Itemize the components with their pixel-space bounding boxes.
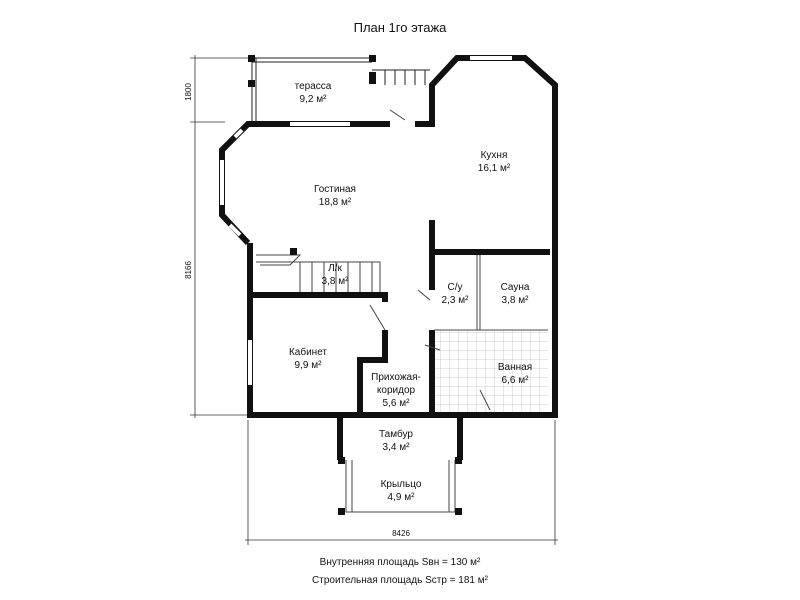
room-name: Кабинет [289,346,327,358]
dim-width: 8426 [392,529,410,538]
build-area: Строительная площадь Sстр = 181 м² [312,575,488,586]
room-area: 9,9 м² [295,360,323,371]
room-area: 2,3 м² [442,295,470,306]
room-name: Сауна [501,282,530,293]
room-bathroom: Ванная 6,6 м² [498,362,532,386]
room-terrace: терасса 9,2 м² [295,81,332,105]
room-area: 3,4 м² [383,442,411,453]
room-area: 3,8 м² [322,276,350,287]
room-area: 6,6 м² [502,375,530,386]
dim-terrace: 1800 [184,83,193,101]
posts [248,55,376,87]
room-name: Прихожая- [371,372,421,383]
partitions [256,109,548,513]
room-area: 3,8 м² [502,295,530,306]
room-wc: С/у 2,3 м² [442,282,470,306]
room-name: Тамбур [379,428,413,440]
room-hallway: Прихожая-коридор 5,6 м² [371,372,421,409]
room-name-line2: коридор [377,385,416,396]
room-name: Крыльцо [381,479,422,490]
room-name: Л/к [328,263,342,274]
tile-floor [434,330,548,412]
room-study: Кабинет 9,9 м² [289,346,327,371]
plan-title: План 1го этажа [353,20,447,35]
room-area: 16,1 м² [478,163,511,174]
room-name: терасса [295,81,332,92]
dim-depth: 8166 [184,261,193,279]
inner-area: Внутренняя площадь Sвн = 130 м² [319,557,481,568]
terrace-railing [251,57,430,122]
room-stairs: Л/к 3,8 м² [322,263,350,287]
room-name: Гостиная [314,184,356,195]
dimension-lines [190,55,558,545]
room-area: 4,9 м² [388,492,416,503]
room-area: 9,2 м² [300,94,328,105]
room-living: Гостиная 18,8 м² [314,184,356,208]
room-sauna: Сауна 3,8 м² [501,282,530,306]
room-porch: Крыльцо 4,9 м² [381,479,422,503]
windows [220,56,552,395]
room-name: Ванная [498,362,532,373]
room-area: 5,6 м² [383,398,411,409]
room-name: Кухня [481,150,508,161]
room-vestibule: Тамбур 3,4 м² [379,428,413,453]
room-area: 18,8 м² [319,197,352,208]
room-kitchen: Кухня 16,1 м² [478,150,511,174]
porch-posts [290,248,462,515]
walls [219,55,558,460]
room-name: С/у [448,282,463,293]
